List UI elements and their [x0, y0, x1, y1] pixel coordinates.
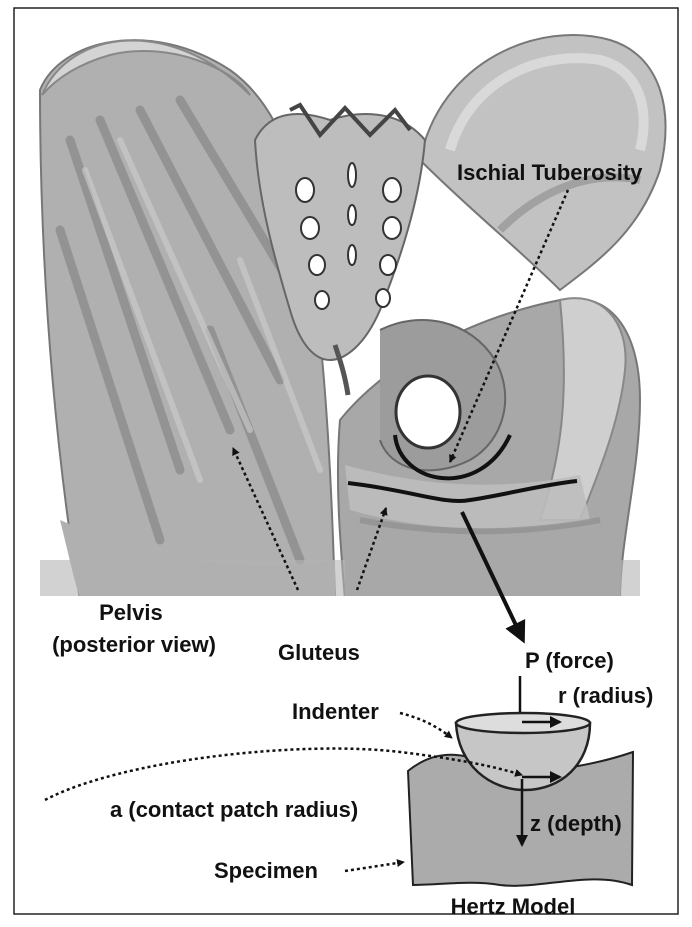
- gluteus-label: Gluteus: [278, 640, 360, 665]
- radius-text: (radius): [567, 683, 654, 708]
- indenter-label: Indenter: [292, 699, 379, 724]
- depth-text: (depth): [541, 811, 622, 836]
- hertz-model-caption: Hertz Model: [451, 894, 576, 919]
- force-text: (force): [539, 648, 614, 673]
- contact-text: (contact patch radius): [122, 797, 358, 822]
- ischial-tuberosity-label: Ischial Tuberosity: [457, 160, 643, 185]
- contact-label: a (contact patch radius): [110, 797, 358, 822]
- pelvis-illustration: [40, 35, 666, 600]
- contact-symbol: a: [110, 797, 123, 822]
- pelvis-label-line2: (posterior view): [52, 632, 216, 657]
- specimen-label: Specimen: [214, 858, 318, 883]
- obturator-foramen: [396, 376, 460, 448]
- depth-label: z (depth): [530, 811, 622, 836]
- radius-label: r (radius): [558, 683, 653, 708]
- depth-symbol: z: [530, 811, 541, 836]
- pelvis-label-line1: Pelvis: [99, 600, 163, 625]
- force-label: P (force): [525, 648, 614, 673]
- force-symbol: P: [525, 648, 539, 673]
